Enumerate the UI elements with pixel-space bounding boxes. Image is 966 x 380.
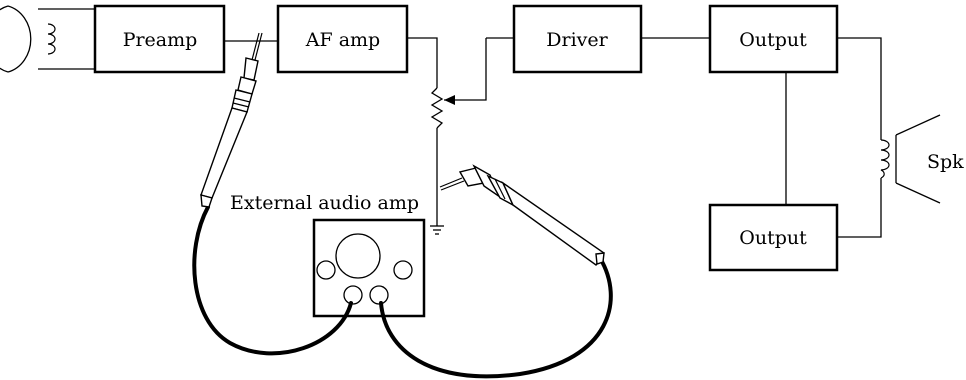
external-amp-icon xyxy=(312,218,426,318)
speaker-label: Spk xyxy=(927,151,964,173)
external-amp-label: External audio amp xyxy=(230,192,419,214)
probe-icon xyxy=(439,164,605,266)
driver-block: Driver xyxy=(512,4,643,74)
speaker-transformer-icon xyxy=(880,135,897,183)
output-bottom-to-coil-wire xyxy=(837,178,882,238)
potentiometer-icon xyxy=(430,38,487,218)
output-top-to-coil-wire xyxy=(837,37,882,140)
right-probe-cable xyxy=(379,256,613,379)
pickup-coil-icon xyxy=(0,5,95,73)
preamp-label: Preamp xyxy=(123,29,198,51)
output-top-block: Output xyxy=(708,4,839,74)
output-bottom-label: Output xyxy=(739,227,807,249)
probe-icon xyxy=(200,32,263,208)
driver-label: Driver xyxy=(546,29,608,51)
speaker-icon xyxy=(895,114,941,204)
output-bottom-block: Output xyxy=(708,203,839,272)
af-to-pot-wire xyxy=(407,37,438,88)
preamp-block: Preamp xyxy=(93,4,226,74)
ground-icon xyxy=(430,218,444,235)
af-amp-block: AF amp xyxy=(276,4,409,74)
output-top-label: Output xyxy=(739,29,807,51)
left-probe-cable xyxy=(192,205,353,356)
af-amp-label: AF amp xyxy=(305,29,380,51)
